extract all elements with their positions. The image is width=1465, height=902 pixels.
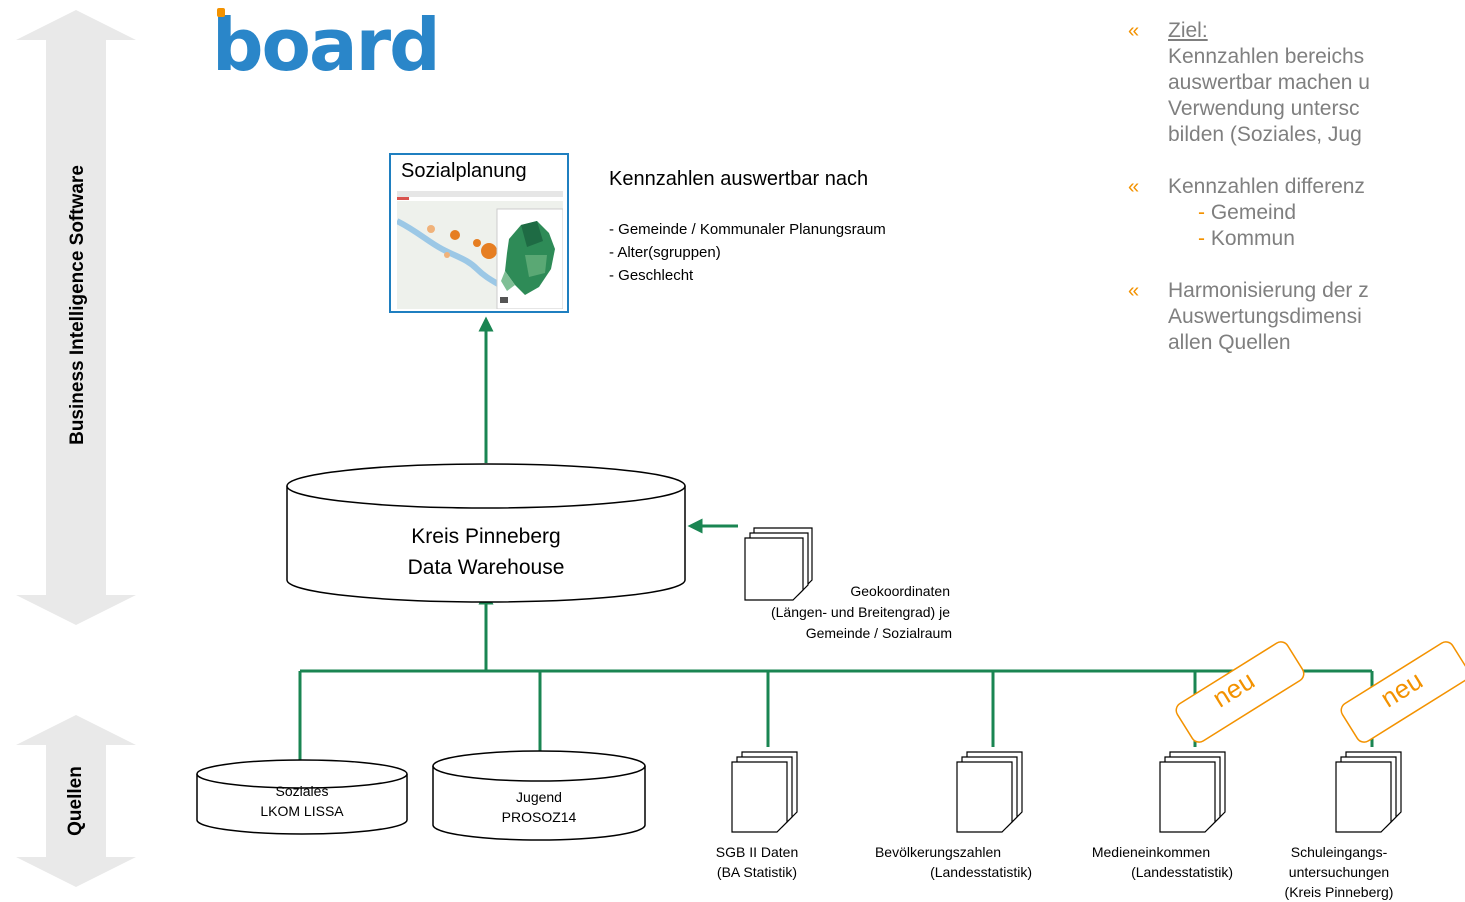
logo-text: board — [212, 3, 441, 87]
jugend-line1: Jugend — [516, 789, 562, 805]
goal-bullet-2: « Kennzahlen differenz — [1128, 174, 1465, 200]
neu-badge-2 — [1340, 641, 1465, 743]
sgb-line1: SGB II Daten — [715, 844, 799, 860]
schule-document-icon — [1335, 751, 1402, 833]
data-warehouse-cylinder — [286, 463, 686, 603]
neu-badge-1 — [1175, 641, 1305, 743]
sgb-line2: (BA Statistik) — [716, 864, 798, 880]
map-thumbnail — [397, 191, 563, 309]
goal-line: allen Quellen — [1168, 331, 1291, 354]
bev-line1: Bevölkerungszahlen — [874, 844, 1002, 860]
jugend-cylinder — [432, 750, 646, 841]
bi-side-label: Business Intelligence Software — [67, 165, 88, 445]
goal-subitem-text: Gemeind — [1210, 201, 1297, 224]
goal-line: auswertbar machen u — [1168, 71, 1370, 94]
geo-line1: Geokoordinaten — [850, 583, 950, 599]
goal-title: Ziel: — [1168, 19, 1208, 42]
board-logo: board — [212, 3, 441, 87]
sources-double-arrow — [16, 715, 136, 887]
sozialplanung-card[interactable]: Sozialplanung — [389, 153, 569, 313]
kennzahlen-item: - Gemeinde / Kommunaler Planungsraum — [609, 221, 886, 238]
medien-line2: (Landesstatistik) — [1131, 864, 1233, 880]
kennzahlen-item: - Geschlecht — [609, 267, 694, 284]
soziales-cylinder — [196, 759, 408, 835]
logo-dot — [217, 8, 225, 17]
goal-subitem: - Kommun — [1128, 226, 1465, 252]
goal-bullet-1: « Ziel: — [1128, 18, 1465, 44]
warehouse-line1: Kreis Pinneberg — [411, 525, 561, 548]
jugend-line2: PROSOZ14 — [501, 809, 577, 825]
goal-line: Auswertungsdimensi — [1168, 305, 1362, 328]
schule-line2: untersuchungen — [1288, 864, 1390, 880]
sub-dash: - — [1198, 227, 1205, 250]
bullet-mark: « — [1128, 280, 1140, 302]
kennzahlen-item: - Alter(sgruppen) — [609, 244, 721, 261]
bev-document-icon — [956, 751, 1023, 833]
goal-bullet-3: « Harmonisierung der z — [1128, 278, 1465, 304]
goal-line: Harmonisierung der z — [1168, 279, 1369, 302]
medien-line1: Medieneinkommen — [1091, 844, 1211, 860]
bullet-mark: « — [1128, 176, 1140, 198]
sources-side-label: Quellen — [65, 766, 86, 836]
bev-line2: (Landesstatistik) — [930, 864, 1032, 880]
medien-document-icon — [1159, 751, 1226, 833]
sgb-document-icon — [731, 751, 798, 833]
kennzahlen-heading: Kennzahlen auswertbar nach — [609, 168, 869, 190]
goal-line: Verwendung untersc — [1168, 97, 1360, 120]
bullet-mark: « — [1128, 20, 1140, 42]
sub-dash: - — [1198, 201, 1205, 224]
geo-line3: Gemeinde / Sozialraum — [805, 625, 952, 641]
goal-subitem: - Gemeind — [1128, 200, 1465, 226]
bi-double-arrow — [16, 10, 136, 625]
goals-panel: « Ziel: Kennzahlen bereichs auswertbar m… — [1128, 18, 1465, 356]
schule-line3: (Kreis Pinneberg) — [1284, 884, 1394, 900]
goal-line: bilden (Soziales, Jug — [1168, 123, 1362, 146]
soziales-line2: LKOM LISSA — [260, 803, 344, 819]
geo-line2: (Längen- und Breitengrad) je — [770, 604, 950, 620]
geo-document-icon — [744, 527, 813, 601]
soziales-line1: Soziales — [275, 783, 329, 799]
sozialplanung-title: Sozialplanung — [401, 160, 527, 182]
warehouse-line2: Data Warehouse — [407, 556, 565, 579]
goal-subitem-text: Kommun — [1210, 227, 1295, 250]
goal-line: Kennzahlen bereichs — [1168, 45, 1365, 68]
schule-line1: Schuleingangs- — [1290, 844, 1388, 860]
goal-line: Kennzahlen differenz — [1168, 175, 1365, 198]
